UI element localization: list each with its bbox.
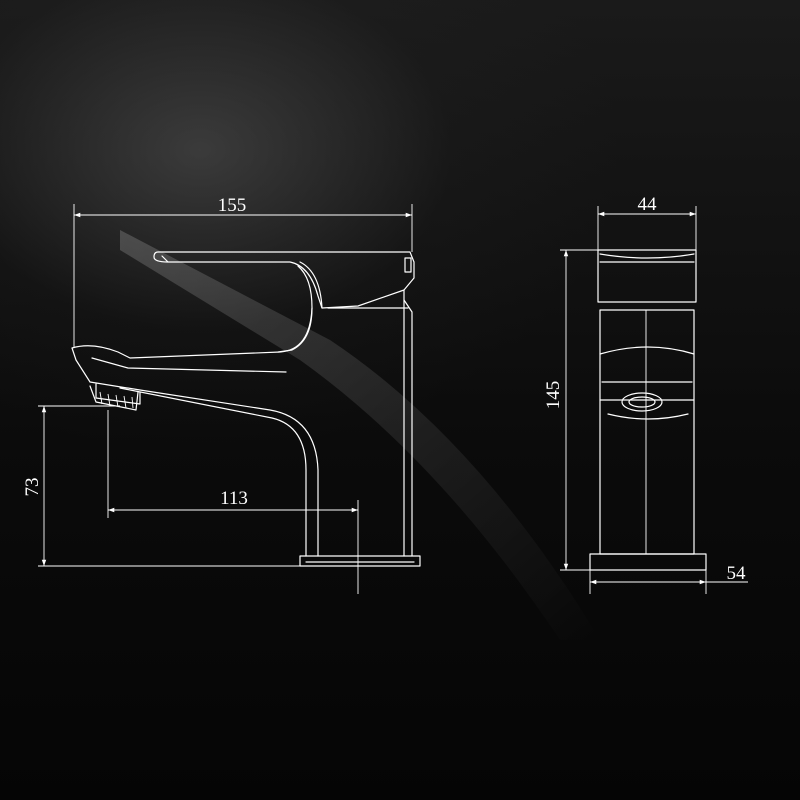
dim-overall-width: 155 (218, 195, 247, 216)
dim-base-depth: 54 (727, 563, 747, 584)
dim-side-width: 44 (638, 194, 658, 215)
front-view: 155 113 73 (22, 195, 421, 594)
dim-spout-reach: 113 (220, 488, 248, 509)
base-plate (299, 555, 421, 567)
side-view: 44 145 54 (543, 194, 748, 594)
dim-spout-height: 73 (22, 478, 43, 497)
dim-overall-height: 145 (543, 381, 564, 410)
lever-inner-curve (299, 261, 323, 309)
aerator-ridges (99, 391, 134, 409)
lever-tip-line (161, 255, 169, 263)
light-sweep (120, 230, 600, 640)
lever-indicator (404, 257, 412, 273)
side-handle-top (599, 253, 695, 263)
side-base (589, 553, 707, 571)
side-spout-curve (607, 413, 689, 420)
side-spout-top (599, 346, 695, 355)
body-right-edge (403, 289, 413, 557)
spout (71, 307, 319, 557)
side-aerator-inner (628, 396, 656, 408)
side-handle-block (597, 249, 697, 303)
spout-upper-line (91, 357, 287, 373)
side-aerator (621, 392, 663, 412)
